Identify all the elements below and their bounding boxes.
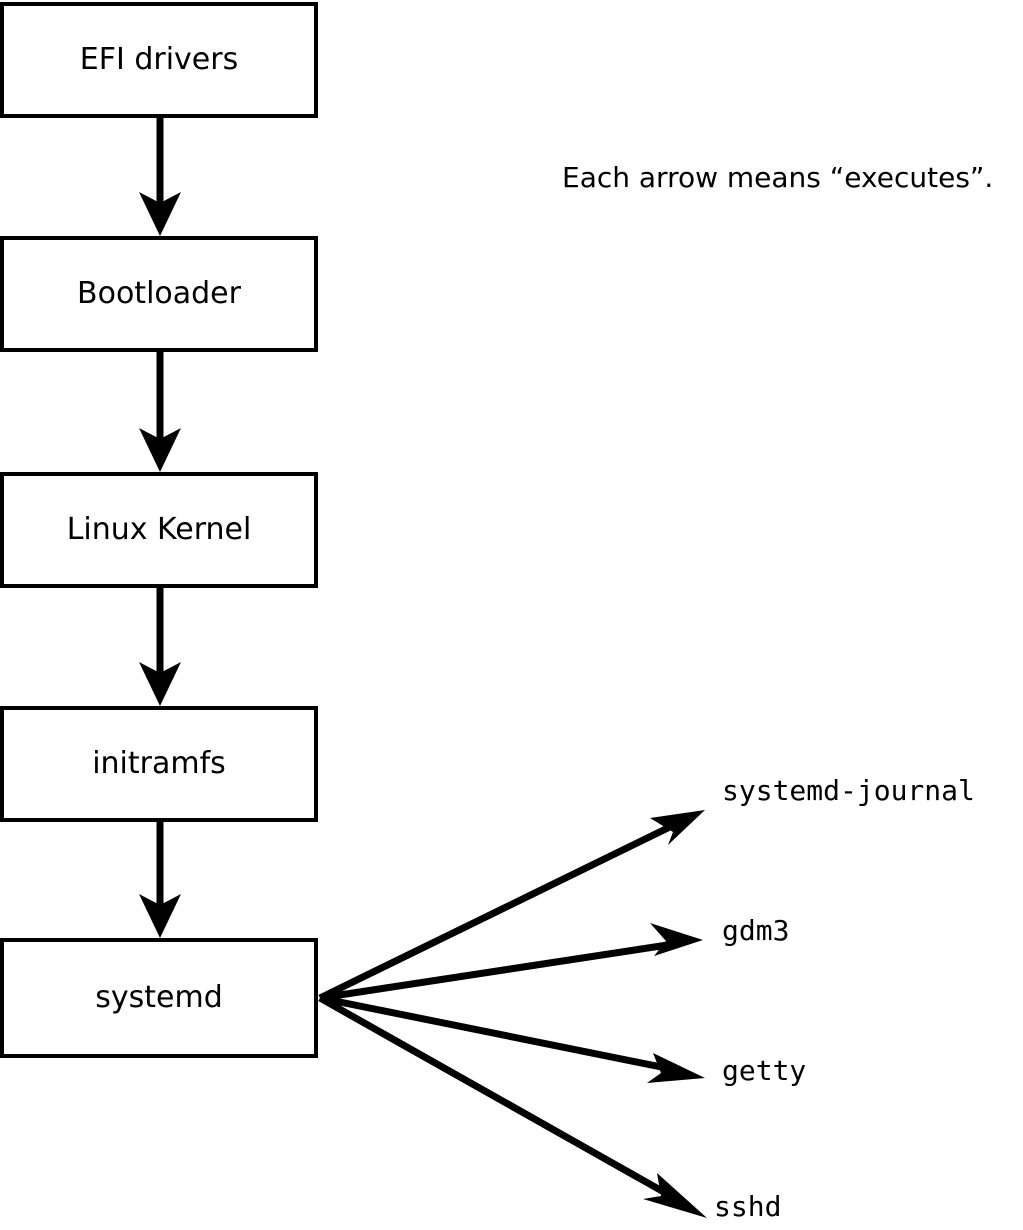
fanout-arrow-getty bbox=[319, 994, 705, 1083]
node-label-linux-kernel: Linux Kernel bbox=[66, 512, 252, 547]
node-box-bootloader[interactable]: Bootloader bbox=[0, 236, 318, 352]
leaf-label-gdm3[interactable]: gdm3 bbox=[722, 914, 790, 947]
chain-arrow-efi-to-bootloader bbox=[139, 118, 181, 236]
leaf-label-sshd[interactable]: sshd bbox=[714, 1190, 782, 1223]
legend-note: Each arrow means “executes”. bbox=[562, 161, 994, 194]
leaf-label-systemd-journal[interactable]: systemd-journal bbox=[722, 774, 975, 807]
node-box-efi-drivers[interactable]: EFI drivers bbox=[0, 2, 318, 118]
node-label-bootloader: Bootloader bbox=[77, 276, 241, 311]
node-label-systemd: systemd bbox=[95, 980, 223, 1015]
fanout-arrow-sshd bbox=[318, 994, 707, 1218]
node-box-linux-kernel[interactable]: Linux Kernel bbox=[0, 472, 318, 588]
fanout-arrow-systemd-journal bbox=[318, 810, 705, 1002]
node-label-initramfs: initramfs bbox=[92, 746, 226, 781]
leaf-label-getty[interactable]: getty bbox=[722, 1054, 807, 1087]
node-label-efi-drivers: EFI drivers bbox=[79, 42, 239, 77]
node-box-systemd[interactable]: systemd bbox=[0, 938, 318, 1058]
fanout-arrow-gdm3 bbox=[319, 923, 703, 1002]
chain-arrow-kernel-to-initramfs bbox=[139, 588, 181, 706]
node-box-initramfs[interactable]: initramfs bbox=[0, 706, 318, 822]
chain-arrow-bootloader-to-kernel bbox=[139, 352, 181, 472]
chain-arrow-initramfs-to-systemd bbox=[139, 822, 181, 938]
